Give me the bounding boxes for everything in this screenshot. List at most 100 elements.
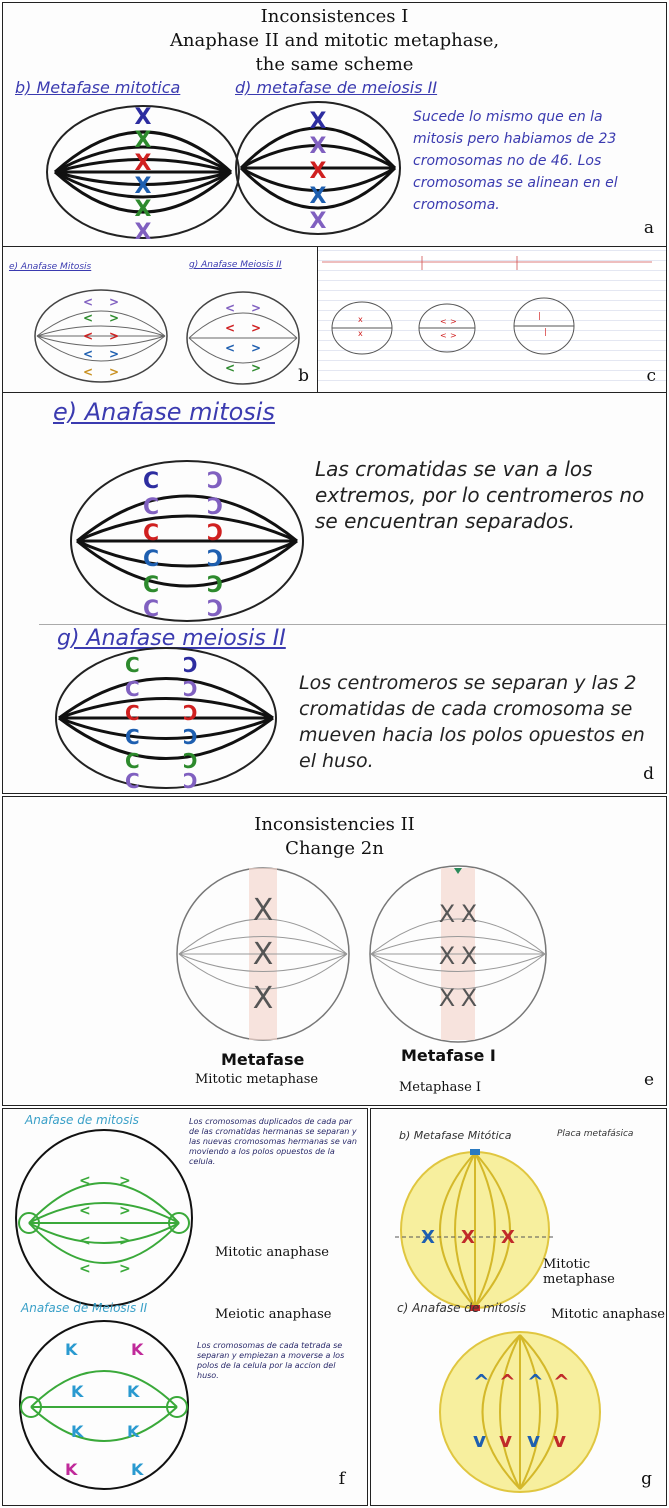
svg-text:<: < [225, 341, 235, 355]
svg-text:>: > [109, 365, 119, 379]
svg-text:>: > [109, 347, 119, 361]
svg-text:<: < [79, 1261, 91, 1277]
svg-text:K: K [65, 1340, 78, 1359]
panel-d-text-top: Las cromatidas se van a los extremos, po… [315, 456, 655, 534]
svg-text:^: ^ [553, 1370, 570, 1394]
svg-text:>: > [119, 1233, 131, 1249]
svg-text:>: > [119, 1203, 131, 1219]
svg-text:<: < [225, 301, 235, 315]
panel-a-handwritten-text: Sucede lo mismo que en la mitosis pero h… [413, 106, 653, 216]
section2-title-line1: Inconsistencies II [0, 814, 669, 836]
svg-text:Ↄ: Ↄ [207, 469, 223, 494]
svg-text:Ↄ: Ↄ [183, 769, 198, 793]
svg-text:<: < [440, 331, 447, 340]
svg-text:K: K [127, 1422, 140, 1441]
svg-text:>: > [251, 301, 261, 315]
svg-text:>: > [251, 321, 261, 335]
svg-text:<: < [83, 311, 93, 325]
panel-f-note-top: Los cromosomas duplicados de cada par de… [189, 1117, 359, 1167]
svg-text:<: < [440, 317, 447, 326]
panel-a-heading-mid: d) metafase de meiosis II [235, 78, 437, 97]
svg-text:X: X [310, 159, 327, 184]
panel-g-mitotic-metaphase-drawing: XXX [395, 1145, 555, 1315]
panel-a-mitotic-metaphase-drawing: XX XX XX [43, 102, 243, 242]
svg-text:>: > [109, 295, 119, 309]
svg-text:X: X [310, 109, 327, 134]
panel-e-metaphase-i-drawing: XX XX XX [363, 864, 553, 1044]
section1-title-line1: Inconsistences I [0, 6, 669, 28]
panel-e-caption-left: Mitotic metaphase [195, 1072, 318, 1087]
panel-g-heading-top-note: Placa metafásica [557, 1129, 637, 1139]
panel-f-caption-bottom: Meiotic anaphase [215, 1307, 331, 1322]
panel-c-diagrams: xx<> <>|| [322, 256, 662, 386]
svg-text:<: < [225, 361, 235, 375]
svg-text:x: x [358, 329, 363, 338]
svg-text:X: X [501, 1227, 515, 1248]
panel-d-separator [39, 624, 666, 625]
svg-text:v: v [527, 1428, 540, 1452]
svg-text:Ↄ: Ↄ [207, 597, 223, 622]
svg-text:X: X [439, 900, 455, 928]
svg-text:X: X [135, 174, 152, 199]
panel-d-heading-top: e) Anafase mitosis [53, 398, 275, 426]
svg-text:C: C [143, 573, 159, 598]
svg-text:X: X [253, 937, 274, 972]
svg-text:Ↄ: Ↄ [207, 495, 223, 520]
svg-text:C: C [143, 597, 159, 622]
panel-g-label: g [641, 1469, 652, 1489]
panel-f-note-bottom: Los cromosomas de cada tetrada se separa… [197, 1341, 357, 1381]
panel-d-text-bottom: Los centromeros se separan y las 2 croma… [299, 670, 659, 774]
svg-text:X: X [439, 942, 455, 970]
panel-e-heading-left: Metafase [221, 1050, 304, 1069]
svg-text:X: X [461, 900, 477, 928]
divider-bc-d [2, 392, 667, 393]
svg-text:>: > [109, 329, 119, 343]
svg-text:C: C [143, 547, 159, 572]
svg-text:X: X [461, 1227, 475, 1248]
svg-text:Ↄ: Ↄ [183, 677, 198, 701]
svg-text:K: K [131, 1340, 144, 1359]
svg-text:^: ^ [527, 1370, 544, 1394]
panel-b-mitotic-anaphase-drawing: <> <> <> <> <> [31, 286, 171, 386]
svg-text:X: X [421, 1227, 435, 1248]
panel-e-caption-right: Metaphase I [399, 1080, 481, 1095]
panel-b-heading-left: e) Anafase Mitosis [9, 262, 91, 272]
svg-text:v: v [499, 1428, 512, 1452]
panel-d-label: d [643, 764, 654, 784]
panel-c: xx<> <>|| c [318, 248, 666, 390]
panel-g-heading-top: b) Metafase Mitótica [399, 1129, 511, 1142]
section1-title-line3: the same scheme [0, 54, 669, 76]
svg-text:v: v [553, 1428, 566, 1452]
panel-d-mitotic-anaphase-drawing: CↃ CↃ CↃ CↃ CↃ CↃ [67, 456, 307, 626]
panel-b: e) Anafase Mitosis g) Anafase Meiosis II… [3, 248, 317, 390]
panel-f-heading-bottom: Anafase de Meiosis II [21, 1301, 147, 1315]
panel-e-heading-right: Metafase I [401, 1046, 496, 1065]
panel-f-meiotic-anaphase-drawing: KK KK KK KK [9, 1315, 199, 1495]
svg-text:C: C [143, 495, 159, 520]
svg-text:K: K [71, 1382, 84, 1401]
svg-text:^: ^ [473, 1370, 490, 1394]
panel-f-mitotic-anaphase-drawing: <><> <><> [9, 1123, 199, 1313]
panel-g-caption-bottom: Mitotic anaphase [551, 1307, 665, 1322]
panel-a-heading-left: b) Metafase mitotica [15, 78, 180, 97]
svg-text:<: < [79, 1173, 91, 1189]
svg-text:X: X [253, 981, 274, 1016]
svg-text:C: C [125, 677, 140, 701]
panel-a-label: a [644, 218, 654, 238]
svg-text:X: X [135, 151, 152, 176]
panel-e: XXX XX XX XX Metafase Metafase I Mitotic… [3, 860, 666, 1104]
svg-text:<: < [83, 365, 93, 379]
panel-e-label: e [644, 1070, 654, 1090]
svg-text:C: C [125, 701, 140, 725]
svg-text:K: K [65, 1460, 78, 1479]
svg-text:^: ^ [499, 1370, 516, 1394]
svg-text:C: C [125, 725, 140, 749]
svg-text:>: > [450, 331, 457, 340]
svg-text:X: X [439, 984, 455, 1012]
svg-text:<: < [83, 295, 93, 309]
svg-text:Ↄ: Ↄ [183, 725, 198, 749]
svg-text:X: X [461, 942, 477, 970]
svg-text:v: v [473, 1428, 486, 1452]
panel-f-label: f [339, 1469, 345, 1489]
panel-b-heading-right: g) Anafase Meiosis II [189, 260, 282, 270]
